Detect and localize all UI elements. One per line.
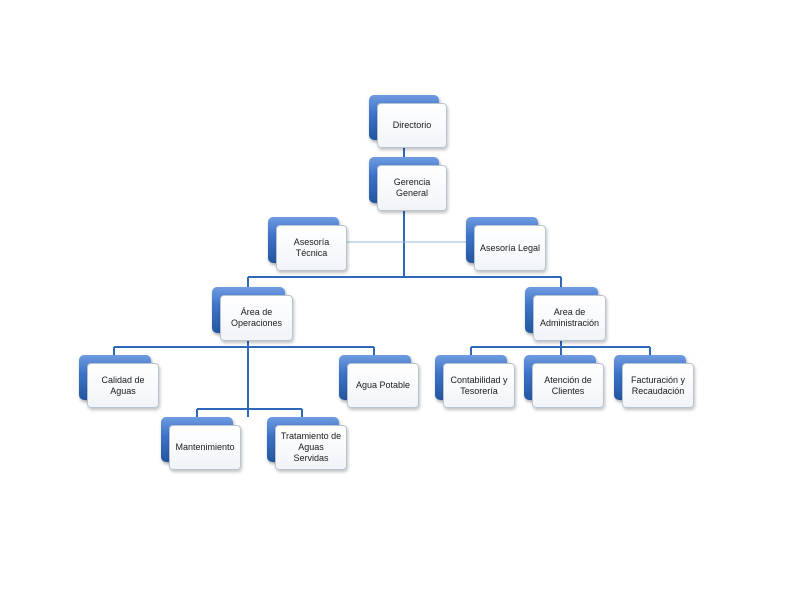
node-asesoria-tecnica: Asesoría Técnica (268, 217, 347, 271)
node-atencion-clientes: Atención de Clientes (524, 355, 604, 408)
node-asesoria-legal: Asesoría Legal (466, 217, 546, 271)
node-mantenimiento: Mantenimiento (161, 417, 241, 470)
node-agua-potable: Agua Potable (339, 355, 419, 408)
node-label: Contabilidad y Tesorería (450, 374, 508, 396)
node-label: Facturación y Recaudación (630, 374, 686, 396)
node-label: Asesoría Técnica (293, 237, 330, 258)
node-calidad-aguas: Calidad de Aguas (79, 355, 159, 408)
node-label: Directorio (392, 120, 432, 130)
node-label: Calidad de Aguas (101, 374, 145, 396)
node-label: Asesoría Legal (479, 242, 541, 253)
node-label: Gerencia General (393, 177, 431, 198)
node-label: Agua Potable (355, 380, 411, 390)
node-label: Tratamiento de Aguas Servidas (280, 431, 342, 463)
node-label: Área de Operaciones (230, 307, 283, 328)
node-contabilidad: Contabilidad y Tesorería (435, 355, 515, 408)
node-facturacion: Facturación y Recaudación (614, 355, 694, 408)
node-label: Atención de Clientes (544, 374, 592, 396)
node-tratamiento: Tratamiento de Aguas Servidas (267, 417, 347, 470)
node-area-operaciones: Área de Operaciones (212, 287, 293, 341)
node-gerencia-general: Gerencia General (369, 157, 447, 211)
node-directorio: Directorio (369, 95, 447, 148)
node-label: Mantenimiento (175, 442, 235, 452)
node-label: Area de Administración (539, 307, 600, 328)
node-area-administracion: Area de Administración (525, 287, 606, 341)
